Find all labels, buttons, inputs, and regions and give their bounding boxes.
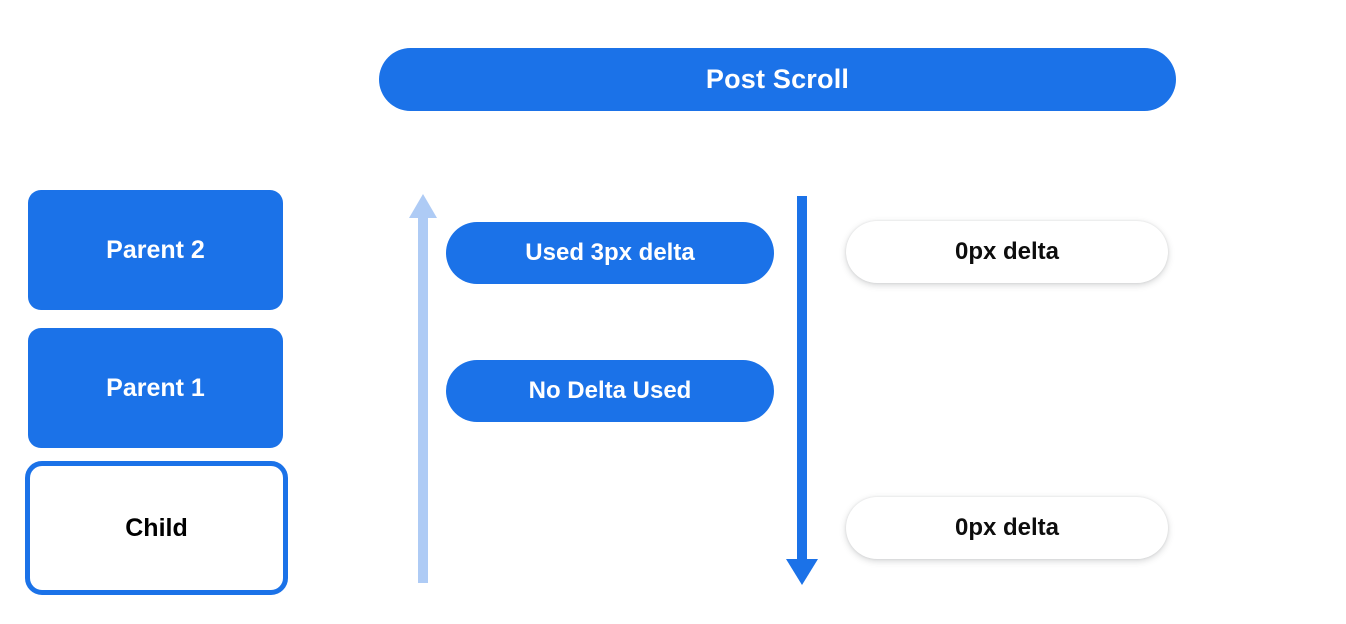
stack-box-label-child: Child xyxy=(125,513,188,542)
stack-box-parent-2: Parent 2 xyxy=(28,190,283,310)
pill-used-3px-delta: Used 3px delta xyxy=(446,222,774,284)
banner-title: Post Scroll xyxy=(705,64,850,94)
down-arrow-icon xyxy=(786,196,818,585)
up-arrow-icon xyxy=(409,194,437,583)
stack-box-label-parent-2: Parent 2 xyxy=(106,235,205,264)
pill-label-zero-delta-bottom: 0px delta xyxy=(954,514,1060,541)
pill-no-delta-used: No Delta Used xyxy=(446,360,774,422)
stack-box-parent-1: Parent 1 xyxy=(28,328,283,448)
stack-box-child: Child xyxy=(25,461,288,595)
pill-label-zero-delta-top: 0px delta xyxy=(954,238,1060,265)
pill-label-no-delta-used: No Delta Used xyxy=(528,377,692,404)
post-scroll-banner: Post Scroll xyxy=(379,48,1176,111)
pill-label-used-3px-delta: Used 3px delta xyxy=(525,239,695,266)
pill-zero-delta-bottom: 0px delta xyxy=(846,497,1168,559)
pill-zero-delta-top: 0px delta xyxy=(846,221,1168,283)
stack-box-label-parent-1: Parent 1 xyxy=(106,373,205,402)
